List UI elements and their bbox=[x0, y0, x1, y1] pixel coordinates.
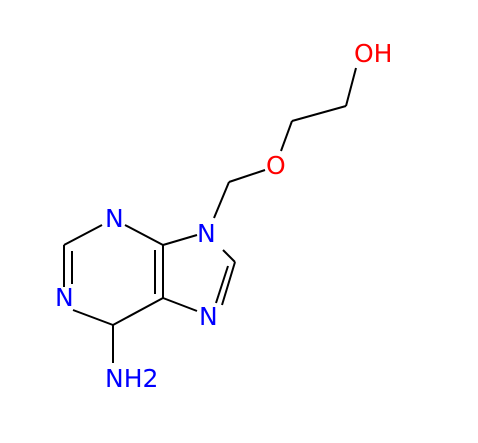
bond-c6-c5 bbox=[112, 297, 164, 326]
ether-oxygen-label: O bbox=[266, 151, 286, 180]
bond-c4-n3 bbox=[124, 224, 164, 246]
bond-c-c-chain bbox=[291, 105, 347, 122]
bond-n7-c5 bbox=[162, 297, 198, 312]
bond-c-o-ether bbox=[280, 120, 293, 152]
bond-c8-n7-double bbox=[215, 265, 229, 304]
n1-label: N bbox=[55, 283, 74, 312]
atom-label-layer: OH O N N N N NH2 bbox=[55, 39, 392, 393]
n7-label: N bbox=[199, 302, 218, 331]
bond-oh-c bbox=[345, 67, 357, 107]
bond-o-ch2 bbox=[228, 169, 266, 183]
bond-c8-n7 bbox=[221, 261, 236, 306]
n3-label: N bbox=[105, 204, 124, 233]
bond-ch2-n9 bbox=[213, 181, 230, 219]
bond-n1-c6 bbox=[72, 309, 114, 326]
n9-label: N bbox=[197, 219, 216, 248]
bond-n3-c2 bbox=[63, 224, 103, 246]
hydroxyl-label: OH bbox=[354, 39, 392, 68]
bond-n9-c4 bbox=[162, 234, 198, 246]
bond-n9-c8 bbox=[222, 249, 236, 263]
amine-label: NH2 bbox=[105, 364, 158, 393]
bond-layer bbox=[63, 67, 357, 363]
